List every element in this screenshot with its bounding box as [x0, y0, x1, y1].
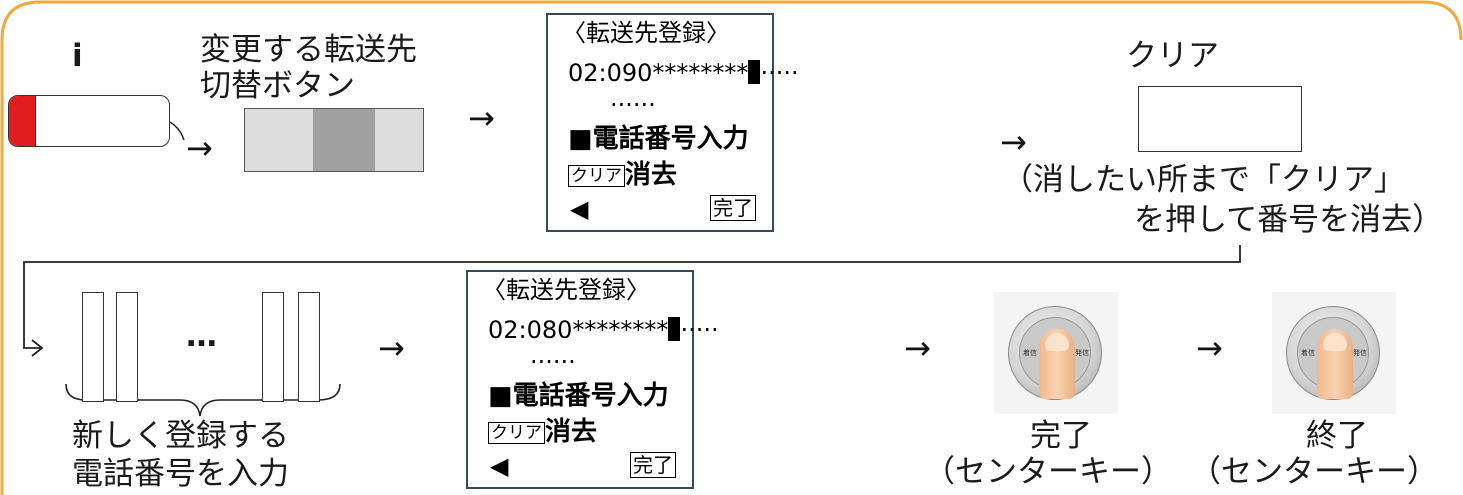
lcd-done-wrap: 完了	[630, 450, 676, 478]
lcd-title: 〈転送先登録〉	[482, 276, 650, 304]
fingernail	[1045, 333, 1069, 351]
lcd-number-line: 02:080******** ·····	[488, 316, 719, 344]
new-number-label-line2: 電話番号を入力	[72, 456, 289, 492]
lcd-number-line: 02:090******** ·····	[568, 59, 799, 87]
connector-line	[23, 245, 1241, 349]
digits-brace	[65, 383, 341, 417]
connector-arrowhead	[31, 339, 44, 357]
center-key-2-sub: （センターキー）	[1190, 454, 1438, 490]
center-key-1-sub: （センターキー）	[924, 454, 1172, 490]
phone-button[interactable]	[8, 95, 170, 147]
switch-button[interactable]	[244, 108, 424, 172]
flow-arrow: →	[1196, 329, 1223, 367]
lcd-input-label: ■電話番号入力	[568, 124, 749, 154]
lcd-dots-line2: ······	[610, 91, 656, 119]
cursor-block	[748, 60, 761, 84]
lcd-clear-key: クリア	[568, 165, 625, 187]
digit-box[interactable]	[262, 292, 284, 402]
center-key-button[interactable]: 着信 発信	[1008, 306, 1102, 400]
red-indicator	[9, 96, 36, 146]
clear-step-label: クリア	[1126, 38, 1219, 74]
clear-note-line1: （消したい所まで「クリア」	[1002, 162, 1405, 198]
switch-label-line1: 変更する転送先	[200, 32, 417, 68]
lcd-back-arrow: ◀	[490, 452, 509, 480]
center-key-button[interactable]: 着信 発信	[1286, 306, 1380, 400]
flow-arrow: →	[186, 129, 213, 167]
lcd-back-arrow: ◀	[570, 195, 589, 223]
clear-key-button[interactable]	[1138, 86, 1302, 152]
lcd-done-key: 完了	[630, 452, 676, 478]
lcd-dots: ·····	[680, 316, 719, 344]
digit-box[interactable]	[298, 292, 320, 402]
flow-arrow: →	[378, 329, 405, 367]
digits-ellipsis: …	[186, 318, 217, 354]
clear-note-line2: を押して番号を消去）	[1134, 202, 1444, 238]
switch-button-center	[313, 109, 375, 171]
lcd-screen-after: 〈転送先登録〉 02:080******** ····· ······ ■電話番号…	[466, 270, 719, 489]
lcd-dots-line2: ······	[530, 348, 576, 376]
lcd-number: 02:090********	[568, 59, 749, 87]
step-label-i: i	[72, 38, 83, 74]
digit-box[interactable]	[82, 292, 104, 402]
switch-label-line2: 切替ボタン	[200, 68, 355, 104]
flow-arrow: →	[468, 99, 495, 137]
center-key-photo-1: 着信 発信	[994, 292, 1118, 414]
lcd-delete-label: 消去	[545, 417, 598, 447]
lcd-clear-row: クリア消去	[488, 418, 597, 446]
lcd-input-label: ■電話番号入力	[488, 381, 669, 411]
fingernail	[1323, 333, 1347, 351]
lcd-clear-key: クリア	[488, 422, 545, 444]
center-key-2-caption: 終了	[1306, 418, 1368, 454]
lcd-done-wrap: 完了	[710, 193, 756, 221]
cursor-block	[668, 317, 681, 341]
new-number-label-line1: 新しく登録する	[72, 418, 289, 454]
flow-arrow: →	[1000, 123, 1027, 161]
lcd-title: 〈転送先登録〉	[562, 19, 730, 47]
lcd-delete-label: 消去	[625, 160, 678, 190]
digit-box[interactable]	[116, 292, 138, 402]
center-key-1-caption: 完了	[1030, 418, 1092, 454]
center-key-photo-2: 着信 発信	[1272, 292, 1396, 414]
nav-right-label: 発信	[1075, 349, 1089, 357]
nav-left-label: 着信	[1301, 349, 1315, 357]
lcd-done-key: 完了	[710, 195, 756, 221]
flow-arrow: →	[904, 329, 931, 367]
nav-right-label: 発信	[1353, 349, 1367, 357]
lcd-dots: ·····	[760, 59, 799, 87]
nav-left-label: 着信	[1023, 349, 1037, 357]
lcd-screen-before: 〈転送先登録〉 02:090******** ····· ······ ■電話番号…	[546, 13, 799, 232]
lcd-number: 02:080********	[488, 316, 669, 344]
lcd-clear-row: クリア消去	[568, 161, 677, 189]
